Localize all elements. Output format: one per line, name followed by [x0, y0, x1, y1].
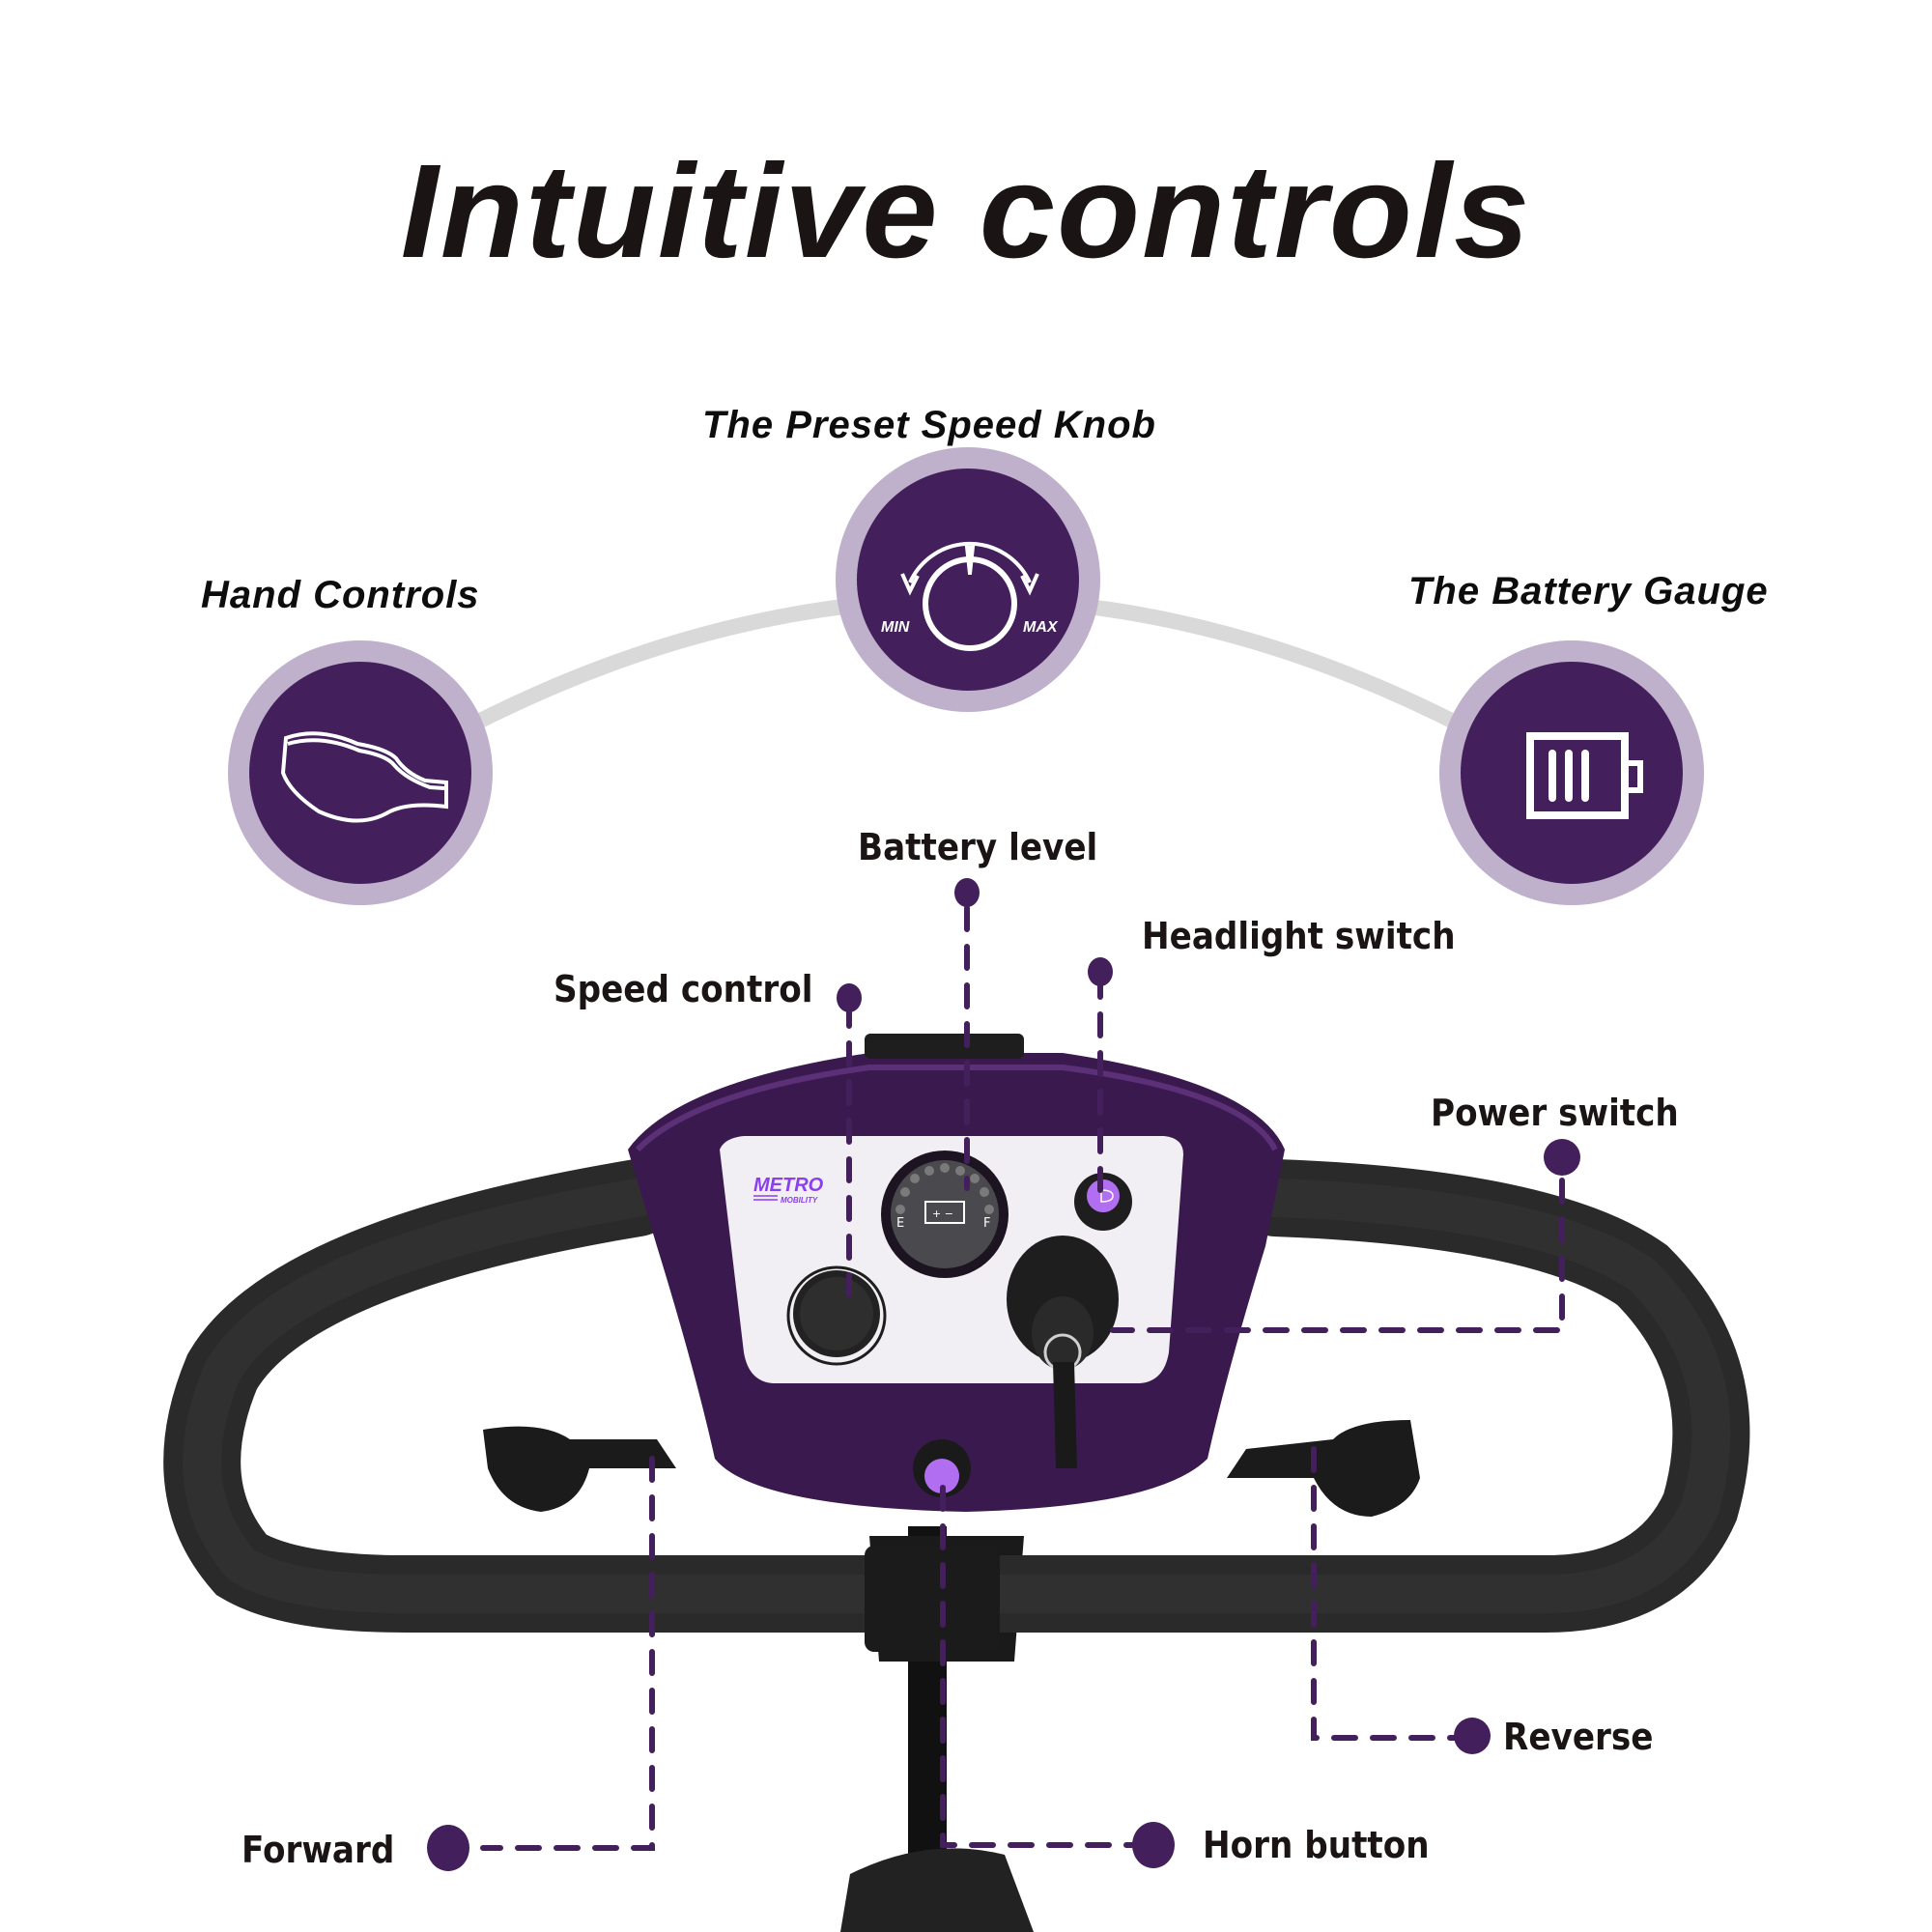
- feature-title-speed-knob: The Preset Speed Knob: [702, 404, 1156, 446]
- battery-level-gauge: E F + −: [881, 1151, 1009, 1278]
- battery-polarity: + −: [932, 1208, 953, 1220]
- gauge-empty-label: E: [896, 1216, 904, 1231]
- hand-grip-icon: [280, 731, 448, 823]
- reverse-paddle: [1227, 1420, 1420, 1517]
- max-label: MAX: [1023, 619, 1059, 636]
- power-key-switch: [1007, 1236, 1119, 1468]
- callout-horn-button: Horn button: [1203, 1824, 1430, 1866]
- feature-title-battery-gauge: The Battery Gauge: [1408, 570, 1769, 612]
- callout-reverse: Reverse: [1503, 1716, 1654, 1758]
- forward-paddle: [483, 1426, 676, 1512]
- feature-title-hand-controls: Hand Controls: [201, 574, 480, 616]
- callout-forward: Forward: [242, 1829, 395, 1871]
- callout-power-switch: Power switch: [1431, 1092, 1679, 1134]
- callout-speed-control: Speed control: [554, 968, 813, 1010]
- gauge-full-label: F: [983, 1216, 990, 1231]
- brand-mobility: MOBILITY: [781, 1196, 818, 1205]
- callout-battery-level: Battery level: [858, 826, 1098, 868]
- callout-headlight-switch: Headlight switch: [1142, 915, 1456, 957]
- page-title: Intuitive controls: [400, 137, 1532, 286]
- speed-control-knob: [786, 1265, 887, 1366]
- battery-gauge-badge: [1439, 640, 1704, 905]
- speed-knob-badge: MIN MAX: [836, 447, 1100, 712]
- speed-knob-icon: [900, 542, 1039, 651]
- headlight-button: [1074, 1173, 1132, 1231]
- hand-controls-badge: [228, 640, 493, 905]
- brand-metro: METRO: [753, 1175, 824, 1196]
- callout-lines: [480, 905, 1565, 1851]
- min-label: MIN: [881, 619, 910, 636]
- battery-icon: [1526, 732, 1643, 819]
- horn-button: [913, 1439, 971, 1497]
- callout-dots: [427, 878, 1580, 1871]
